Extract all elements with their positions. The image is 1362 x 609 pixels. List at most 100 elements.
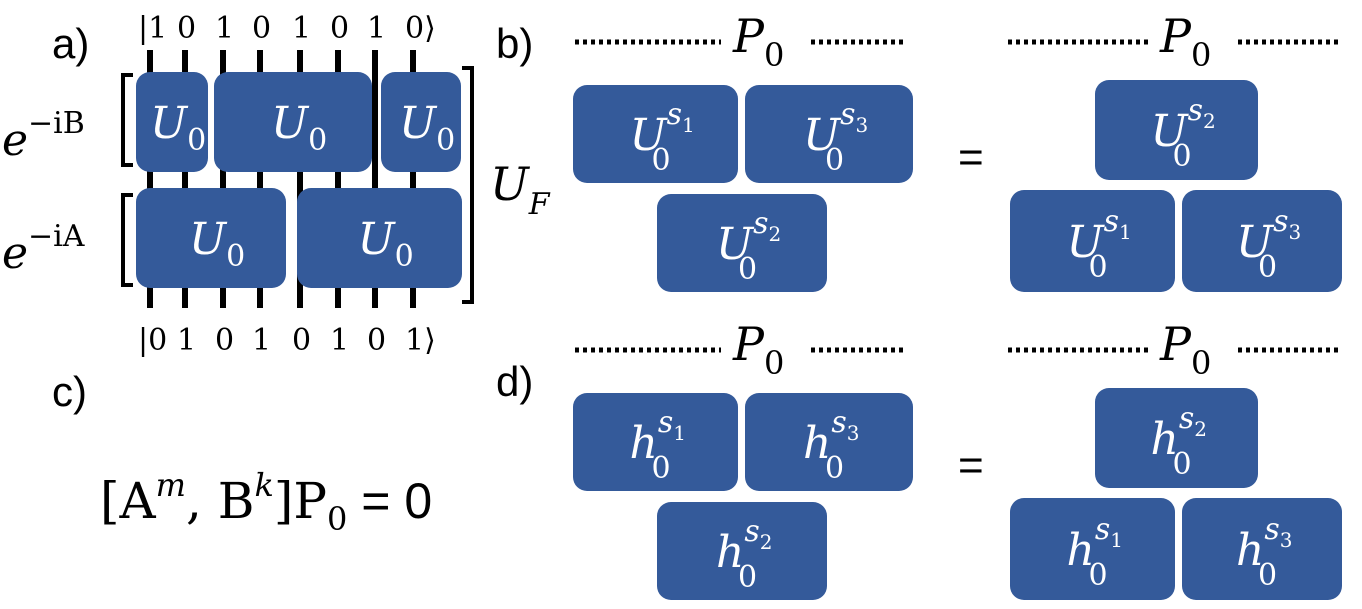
projector-label: P0 [1159, 317, 1211, 382]
block-rect [214, 72, 372, 172]
ket-bottom-digit: 1 [330, 323, 349, 358]
block-rect [381, 72, 461, 172]
layer-b-blocks: U0 U0 U0 [136, 72, 461, 172]
panel-b-label: b) [496, 20, 533, 67]
layer-a-blocks: U0 U0 [136, 188, 462, 288]
ket-top-digit: 1 [292, 11, 311, 46]
block-rect [297, 188, 462, 288]
block-subscript: 0 [652, 451, 671, 486]
block-subscript: 0 [1173, 139, 1192, 174]
ket-top-digit: 0 [177, 11, 196, 46]
projector-label: P0 [1159, 9, 1211, 74]
panel-a-label: a) [52, 20, 89, 67]
block-subscript: 0 [1089, 558, 1108, 593]
ket-top-digit: 1 [215, 11, 234, 46]
projector-label: P0 [732, 317, 784, 382]
block-label: U0 [271, 98, 327, 158]
block-subscript: 0 [825, 451, 844, 486]
projector-label: P0 [732, 9, 784, 74]
block-label: U0 [399, 98, 455, 158]
block-label: Us1 [1067, 204, 1132, 268]
block-subscript: 0 [825, 143, 844, 178]
block-label: hs2 [716, 514, 772, 578]
block-rect [745, 85, 913, 183]
block-label: Us3 [1236, 204, 1301, 268]
ket-bottom-digit: 1 [252, 323, 271, 358]
block-rect [657, 194, 827, 292]
block-label: U0 [150, 98, 206, 158]
equals-sign: = [958, 133, 984, 182]
layer-a-label: e−iA [2, 219, 85, 279]
ket-top-digit: |1 [138, 11, 167, 46]
ket-top-digit: 0 [330, 11, 349, 46]
unitary-block: U0 [136, 72, 208, 172]
block-subscript: 0 [738, 252, 757, 287]
block-subscript: 0 [1173, 447, 1192, 482]
ket-bottom-digit: 1 [177, 323, 196, 358]
block-rect [573, 393, 738, 491]
block-subscript: 0 [1089, 250, 1108, 285]
bracket-b [121, 73, 133, 167]
equals-sign: = [958, 441, 984, 490]
block-rect [1010, 498, 1175, 600]
unitary-block: U0 [381, 72, 461, 172]
unitary-block: U0 [136, 188, 286, 288]
block-rect [1010, 190, 1175, 292]
block-label: hs1 [630, 405, 686, 469]
block-rect [1182, 498, 1342, 600]
block-label: hs2 [1151, 401, 1207, 465]
block-subscript: 0 [1258, 558, 1277, 593]
block-rect [1095, 388, 1258, 488]
commutator-formula: [Am, Bk]P0 = 0 [100, 466, 432, 538]
ket-bottom-digit: 1⟩ [405, 323, 436, 358]
block-rect [745, 393, 913, 491]
block-label: U0 [189, 214, 245, 274]
ket-bottom-digit: 0 [292, 323, 311, 358]
block-rect [1182, 190, 1342, 292]
ket-bottom-digit: 0 [215, 323, 234, 358]
ket-bottom-digit: |0 [138, 323, 167, 358]
ket-top-digit: 0 [252, 11, 271, 46]
panel-d-label: d) [496, 358, 533, 405]
panel-c-label: c) [52, 368, 87, 415]
block-subscript: 0 [652, 143, 671, 178]
block-label: Us3 [803, 97, 868, 161]
block-label: hs3 [1236, 512, 1292, 576]
block-subscript: 0 [738, 560, 757, 595]
unitary-block: U0 [297, 188, 462, 288]
layer-b-label: e−iB [2, 106, 85, 166]
block-subscript: 0 [1258, 250, 1277, 285]
block-rect [657, 502, 827, 600]
block-label: Us2 [716, 206, 781, 270]
total-unitary-label: UF [490, 157, 551, 222]
block-label: hs3 [803, 405, 859, 469]
block-label: Us2 [1151, 93, 1216, 157]
block-rect [136, 72, 208, 172]
unitary-block: U0 [214, 72, 372, 172]
block-label: hs1 [1067, 512, 1123, 576]
ket-top-digit: 1 [367, 11, 386, 46]
ket-bottom-digit: 0 [367, 323, 386, 358]
block-label: U0 [358, 214, 414, 274]
bracket-total [462, 66, 474, 304]
ket-top-digit: 0⟩ [405, 11, 436, 46]
block-rect [573, 85, 738, 183]
bracket-a [121, 193, 133, 287]
